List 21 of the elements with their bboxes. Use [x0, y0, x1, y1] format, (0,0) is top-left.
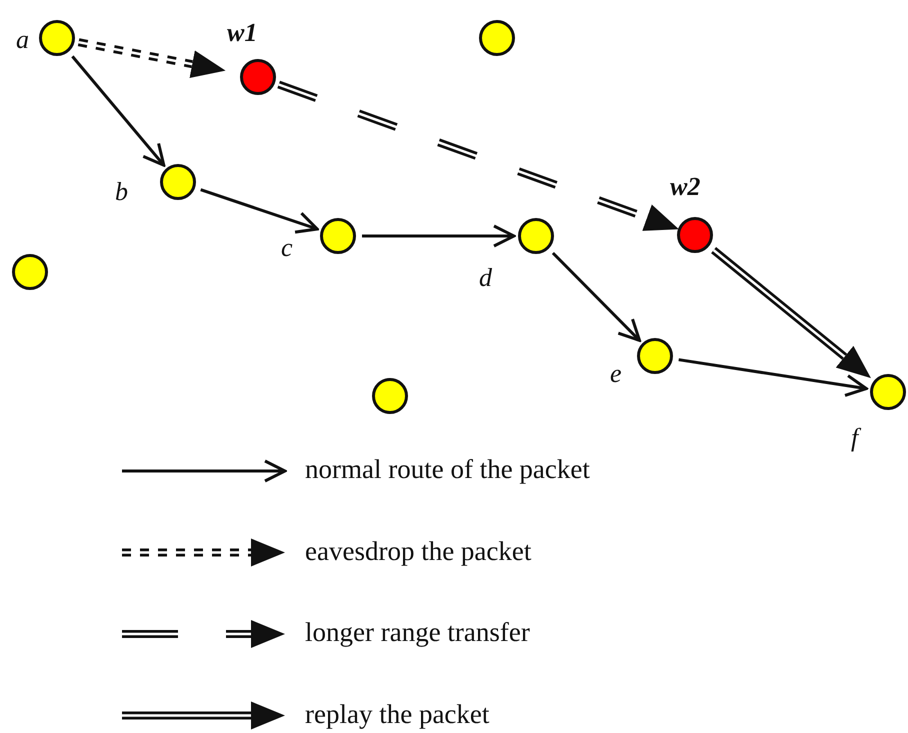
arrow	[200, 188, 319, 234]
arrow	[678, 358, 868, 397]
node-circle	[372, 378, 408, 414]
arrow	[552, 252, 641, 342]
node-label: d	[479, 265, 492, 291]
legend-text: longer range transfer	[305, 619, 530, 646]
arrow	[362, 224, 516, 248]
node-label: b	[115, 179, 128, 205]
node-circle	[12, 254, 48, 290]
legend-text: eavesdrop the packet	[305, 538, 532, 564]
node-label: w2	[670, 174, 700, 200]
arrow	[711, 247, 871, 378]
node-label: a	[16, 27, 29, 53]
node-circle	[479, 20, 515, 56]
node-label: e	[610, 361, 622, 387]
legend-text: replay the packet	[305, 700, 490, 728]
arrow	[71, 55, 166, 167]
node-label: c	[281, 235, 293, 261]
arrow	[78, 38, 226, 78]
legend-text: normal route of the packet	[305, 456, 590, 483]
node-label: w1	[227, 20, 258, 46]
